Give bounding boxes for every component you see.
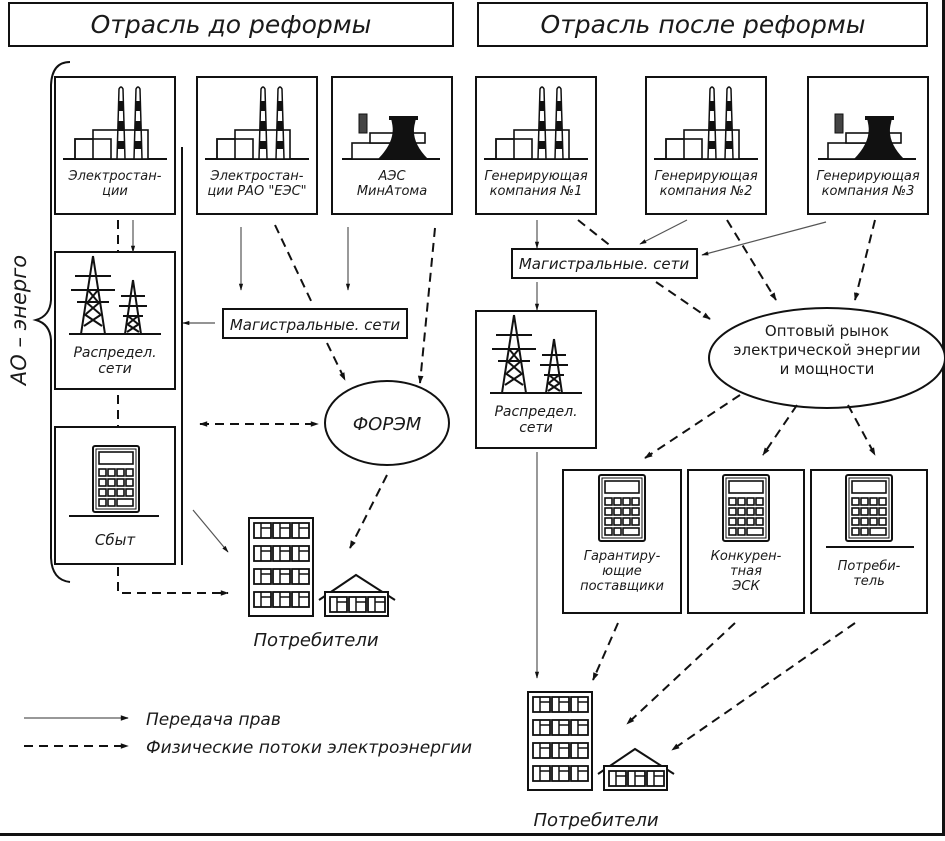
calculator-icon	[92, 445, 140, 513]
node-distribution-after	[475, 310, 597, 449]
forem-label: ФОРЭМ	[353, 414, 422, 435]
label-gen1: Генерирующая компания №1	[484, 169, 588, 199]
trunk-networks-before-label: Магистральные. сети	[230, 316, 401, 334]
node-wholesale-market	[708, 307, 945, 409]
node-rao-plants	[196, 76, 318, 215]
consumers-before-icon	[249, 518, 395, 616]
node-competitive-esk	[687, 469, 805, 614]
header-before-reform: Отрасль до реформы	[8, 2, 454, 47]
flow-arrows-after	[577, 219, 876, 751]
node-guaranteeing-suppliers	[562, 469, 682, 614]
node-trunk-networks-after	[511, 248, 698, 279]
label-distribution-before: Распредел. сети	[73, 345, 157, 378]
legend-rights-label: Передача прав	[146, 710, 281, 730]
node-gen3	[807, 76, 929, 215]
label-distribution-after: Распредел. сети	[494, 404, 578, 437]
consumers-after-icon	[528, 692, 674, 790]
flow-arrows-before	[117, 220, 436, 596]
node-gen1	[475, 76, 597, 215]
node-trunk-networks-before	[222, 308, 408, 339]
calculator-icon	[845, 474, 893, 542]
node-power-plants	[54, 76, 176, 215]
label-power-plants: Электростан- ции	[68, 169, 162, 199]
ao-energo-brace	[32, 61, 71, 583]
rights-arrows-after	[534, 219, 827, 679]
trunk-networks-after-label: Магистральные. сети	[519, 255, 690, 273]
label-consumer: Потреби- тель	[837, 559, 901, 589]
node-distribution-before	[54, 251, 176, 390]
node-sales	[54, 426, 176, 565]
node-gen2	[645, 76, 767, 215]
header-after-reform: Отрасль после реформы	[477, 2, 928, 47]
label-sales: Сбыт	[94, 531, 136, 549]
node-consumer	[810, 469, 928, 614]
ao-energo-label: АО – энерго	[7, 255, 31, 387]
header-after-text: Отрасль после реформы	[541, 10, 866, 39]
consumers-after-label: Потребители	[533, 810, 658, 831]
calculator-icon	[598, 474, 646, 542]
node-npp	[331, 76, 453, 215]
label-gen2: Генерирующая компания №2	[654, 169, 758, 199]
rights-arrows-before	[130, 220, 351, 553]
label-guaranteeing-suppliers: Гарантиру- ющие поставщики	[580, 549, 664, 594]
label-wholesale-market: Оптовый рынок электрической энергии и мо…	[733, 322, 921, 378]
label-gen3: Генерирующая компания №3	[816, 169, 920, 199]
legend-flows-label: Физические потоки электроэнергии	[146, 738, 472, 758]
calculator-icon	[722, 474, 770, 542]
header-before-text: Отрасль до реформы	[91, 10, 372, 39]
node-forem	[324, 380, 450, 466]
legend: Передача прав Физические потоки электроэ…	[24, 710, 472, 758]
label-competitive-esk: Конкурен- тная ЭСК	[710, 549, 782, 594]
label-npp: АЭС МинАтома	[356, 169, 428, 199]
consumers-before-label: Потребители	[253, 630, 378, 651]
label-rao-plants: Электростан- ции РАО "ЕЭС"	[207, 169, 307, 199]
